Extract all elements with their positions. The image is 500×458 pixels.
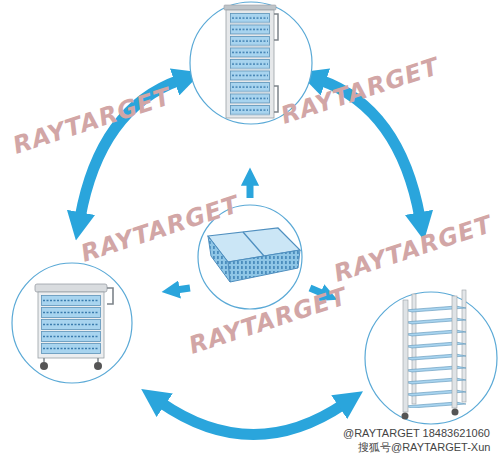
cart-top	[35, 284, 107, 292]
rack-wheel	[452, 409, 459, 416]
cabinet-handle	[274, 14, 278, 40]
rack-post	[403, 300, 408, 412]
cart-wheel	[94, 362, 102, 370]
watermark: RAYTARGET	[277, 53, 442, 130]
watermark: RAYTARGET	[77, 191, 242, 268]
cycle-arrow	[160, 402, 344, 435]
watermark: RAYTARGET	[331, 211, 496, 288]
cart-wheel	[40, 362, 48, 370]
picture-circle	[12, 263, 132, 383]
credit-text: 搜狐号@RAYTARGET-Xun	[358, 441, 490, 454]
watermark: RAYTARGET	[185, 283, 350, 360]
cart-leg	[97, 358, 99, 362]
cart-leg	[43, 358, 45, 362]
cabinet-handle	[274, 86, 278, 112]
cart-handle	[107, 288, 113, 304]
cart-drawers	[41, 295, 101, 355]
rack-wheel	[402, 413, 409, 420]
basket-side	[208, 236, 230, 282]
basket-front	[228, 250, 300, 282]
small-arrow	[176, 288, 190, 290]
small-arrow	[247, 182, 254, 198]
credit-text: @RAYTARGET 18483621060	[343, 427, 490, 440]
cabinet-frame	[226, 10, 274, 118]
cart-body	[38, 292, 104, 358]
cabinet-top	[224, 5, 276, 10]
picture-circle	[365, 292, 497, 424]
watermark: RAYTARGET	[9, 83, 174, 160]
cabinet-drawers	[230, 13, 270, 116]
rack-post	[452, 296, 457, 408]
basket-divider	[243, 232, 264, 256]
